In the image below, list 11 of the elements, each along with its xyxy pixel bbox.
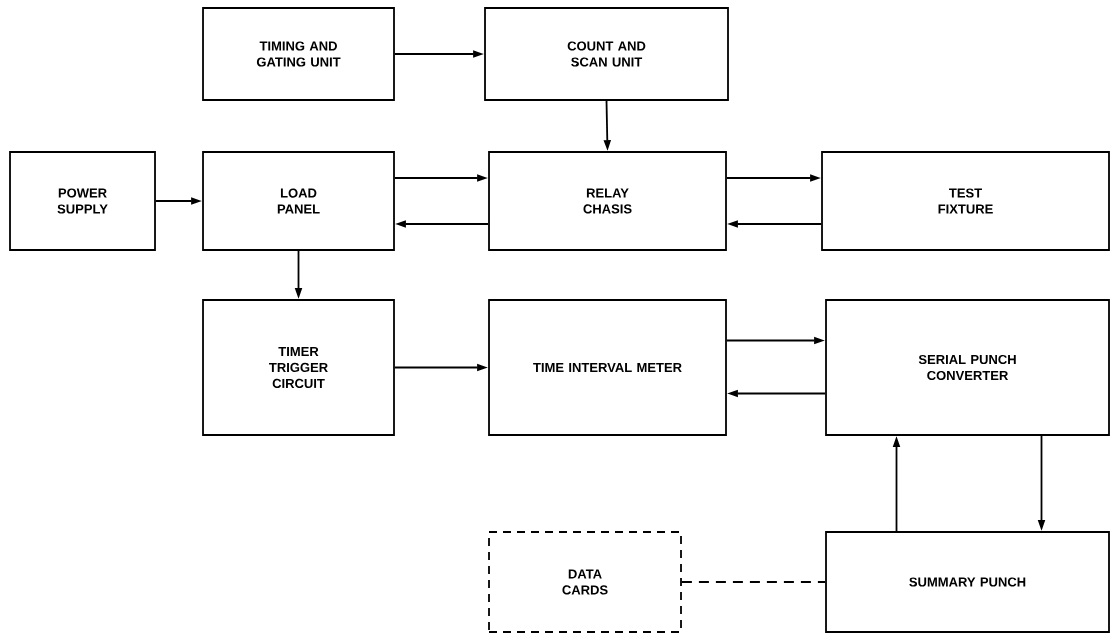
block-box: TIMING AND GATING UNIT (202, 7, 395, 101)
block-box: SERIAL PUNCH CONVERTER (825, 299, 1110, 436)
block-box: RELAY CHASIS (488, 151, 727, 251)
block-box: TIMER TRIGGER CIRCUIT (202, 299, 395, 436)
block-box: TEST FIXTURE (821, 151, 1110, 251)
block-box: SUMMARY PUNCH (825, 531, 1110, 633)
block-box: DATA CARDS (488, 531, 682, 633)
block-box: POWER SUPPLY (9, 151, 156, 251)
block-box: COUNT AND SCAN UNIT (484, 7, 729, 101)
block-box: LOAD PANEL (202, 151, 395, 251)
block-box: TIME INTERVAL METER (488, 299, 727, 436)
